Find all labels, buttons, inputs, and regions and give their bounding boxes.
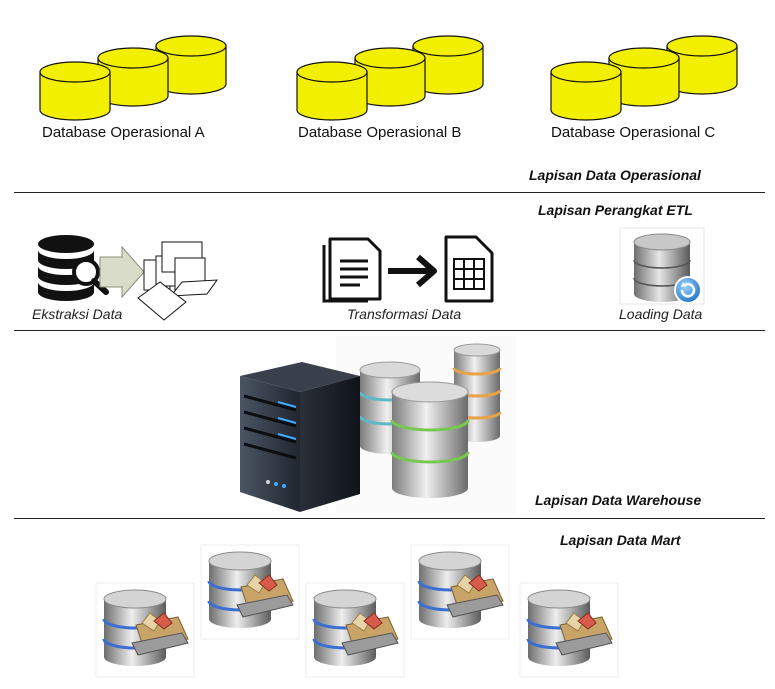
etl-label-transformation: Transformasi Data — [347, 306, 462, 322]
database-label-a: Database Operasional A — [42, 124, 205, 141]
database-cylinders-b-icon — [296, 35, 484, 121]
divider-1 — [14, 192, 765, 193]
data-mart-icon-1 — [95, 582, 195, 678]
divider-2 — [14, 330, 765, 331]
data-mart-icon-5 — [519, 582, 619, 678]
data-warehouse-server-icon — [240, 336, 516, 514]
database-label-c: Database Operasional C — [551, 124, 716, 141]
layer-title-etl: Lapisan Perangkat ETL — [538, 202, 693, 218]
loading-icon — [619, 227, 705, 305]
layer-title-operasional: Lapisan Data Operasional — [529, 167, 701, 183]
data-mart-icon-2 — [200, 544, 300, 640]
divider-3 — [14, 518, 765, 519]
extraction-icon — [38, 235, 219, 321]
database-cylinders-a-icon — [39, 35, 227, 121]
transformation-icon — [322, 235, 494, 303]
database-cylinders-c-icon — [550, 35, 738, 121]
data-mart-icon-4 — [410, 544, 510, 640]
etl-label-loading: Loading Data — [619, 306, 703, 322]
data-mart-icon-3 — [305, 582, 405, 678]
layer-title-warehouse: Lapisan Data Warehouse — [535, 492, 702, 508]
etl-label-extraction: Ekstraksi Data — [32, 306, 123, 322]
database-label-b: Database Operasional B — [298, 124, 462, 141]
layer-title-mart: Lapisan Data Mart — [560, 532, 681, 548]
